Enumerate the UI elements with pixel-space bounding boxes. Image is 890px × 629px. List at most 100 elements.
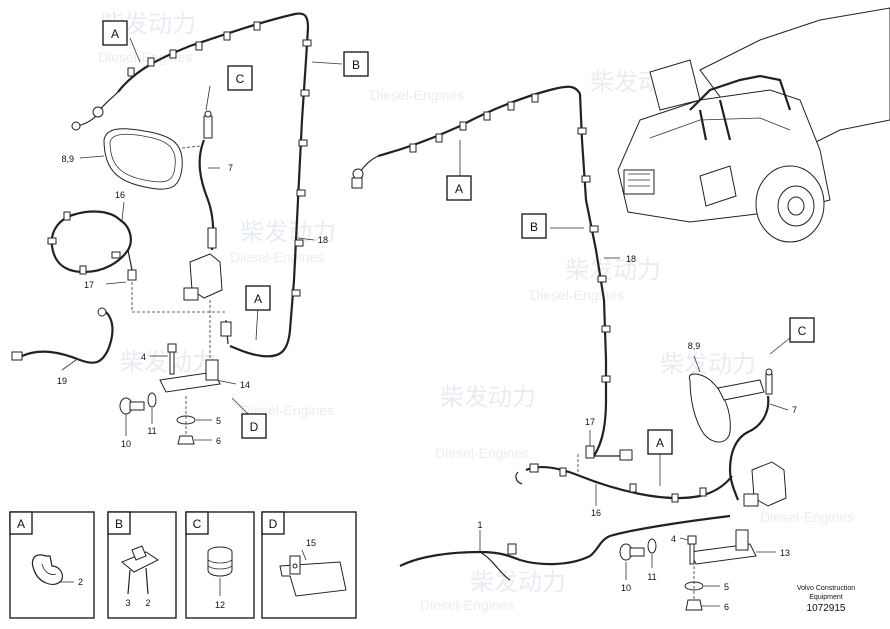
right-assembly — [351, 7, 890, 611]
clip — [529, 463, 539, 473]
callout-label: D — [250, 420, 259, 434]
detail-panel-B[interactable]: B 3 2 — [107, 511, 177, 619]
clip — [531, 93, 539, 103]
footer-company-line2: Equipment — [809, 594, 843, 601]
left-assembly — [11, 12, 312, 445]
bolt-icon — [119, 397, 145, 415]
grommet-icon — [585, 445, 595, 459]
truck-icon — [617, 7, 890, 243]
bolt-icon — [619, 543, 645, 561]
harness-16-clips — [47, 211, 121, 275]
clip — [459, 121, 467, 131]
connector — [92, 106, 104, 118]
reference-line — [131, 282, 226, 313]
clip — [300, 89, 310, 97]
part-label-18: 18 — [626, 254, 636, 264]
connector-plug — [71, 121, 81, 131]
callout-C-left[interactable]: C — [227, 65, 253, 91]
watermark-en: Diesel-Engines — [420, 597, 514, 613]
arm-cable — [728, 395, 770, 501]
part-label-5: 5 — [724, 582, 729, 592]
harness-tail — [515, 471, 523, 485]
clip — [111, 251, 121, 259]
nut-icon — [685, 599, 703, 611]
detail-label: B — [115, 517, 123, 531]
callout-B-left[interactable]: B — [343, 51, 369, 77]
clip — [169, 49, 177, 59]
connector-plug — [11, 351, 23, 361]
harness-16 — [50, 210, 132, 274]
callout-D-left[interactable]: D — [241, 413, 267, 439]
branch — [127, 249, 133, 271]
connector-plug — [351, 177, 363, 189]
callout-label: C — [236, 72, 245, 86]
watermark-cn: 柴发动力 — [240, 218, 336, 246]
detail-label: A — [17, 517, 25, 531]
harness-tail — [77, 115, 97, 127]
callout-B-right[interactable]: B — [521, 213, 547, 239]
callout-label: B — [530, 220, 538, 234]
part-label-14: 14 — [240, 380, 250, 390]
washer-icon — [147, 392, 157, 408]
clip — [589, 225, 599, 233]
leader — [311, 61, 343, 65]
leader — [61, 359, 77, 371]
clip — [671, 493, 679, 503]
mirror-icon — [688, 373, 765, 443]
connector — [97, 307, 107, 317]
leader — [769, 403, 789, 411]
part-label-6: 6 — [724, 602, 729, 612]
clip — [581, 175, 591, 183]
part-label-4: 4 — [671, 534, 676, 544]
part-label-4: 4 — [141, 352, 146, 362]
clip — [577, 127, 587, 135]
harness-16r-clips — [529, 463, 707, 503]
detail-panel-D[interactable]: D 15 — [261, 511, 357, 619]
connector — [507, 543, 517, 555]
detail-panel-C[interactable]: C 12 — [185, 511, 255, 619]
lamp-icon — [183, 253, 223, 301]
clip — [483, 111, 491, 121]
part-label-16: 16 — [591, 508, 601, 518]
callout-A-lower-right[interactable]: A — [647, 429, 673, 455]
callout-A-mid-left[interactable]: A — [245, 285, 271, 311]
detail-panel-A[interactable]: A 2 — [9, 511, 95, 619]
lamp-icon — [743, 461, 787, 507]
watermark-cn: 柴发动力 — [565, 256, 661, 284]
harness-end — [99, 91, 119, 111]
callout-C-right[interactable]: C — [789, 317, 815, 343]
bolt-head — [765, 368, 773, 376]
footer: Volvo Construction Equipment 1072915 — [797, 585, 855, 614]
callout-A-top-left[interactable]: A — [102, 20, 128, 46]
bracket-icon — [159, 359, 221, 393]
clip — [435, 133, 443, 143]
watermark-en: Diesel-Engines — [530, 287, 624, 303]
clip-icon — [31, 554, 64, 585]
watermark-en: Diesel-Engines — [370, 87, 464, 103]
bolt-icon — [765, 373, 773, 395]
clip — [409, 143, 417, 153]
leader — [129, 37, 141, 63]
callout-A-right[interactable]: A — [446, 175, 472, 201]
bolt-head — [204, 110, 212, 118]
leader-lines — [61, 37, 791, 607]
part-label-5: 5 — [216, 416, 221, 426]
watermark-cn: 柴发动力 — [660, 350, 756, 378]
watermark-en: Diesel-Engines — [98, 49, 192, 65]
clip — [147, 57, 155, 67]
watermark-en: Diesel-Engines — [435, 445, 529, 461]
part-label-18: 18 — [318, 235, 328, 245]
bracket-icon — [689, 529, 757, 565]
bracket-icon — [279, 555, 347, 597]
part-label-19: 19 — [57, 376, 67, 386]
part-label-17: 17 — [585, 417, 595, 427]
part-number-labels: 8,9 7 16 18 17 19 4 14 10 11 5 6 18 8,9 … — [57, 154, 797, 612]
clip — [601, 325, 611, 333]
clip — [195, 41, 203, 51]
leader — [205, 85, 211, 111]
watermark-layer: 柴发动力 Diesel-Engines 柴发动力 Diesel-Engines … — [98, 10, 854, 613]
cable-1 — [399, 514, 731, 567]
nut-icon — [177, 435, 195, 445]
lamp-arm-7 — [198, 110, 217, 251]
